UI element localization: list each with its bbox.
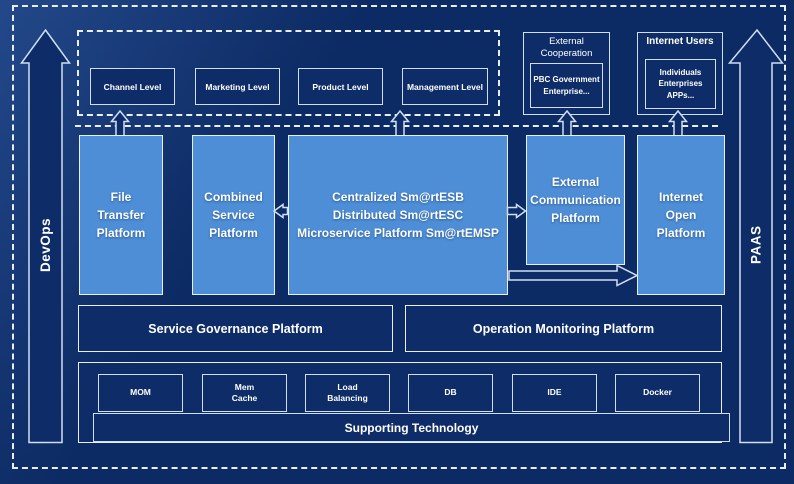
product-level-box: Product Level (298, 68, 383, 105)
management-level-box: Management Level (402, 68, 488, 105)
flow-up-arrow-icon (110, 110, 130, 137)
paas-rail-label: PAAS (748, 225, 764, 265)
internet-users-title: Internet Users (646, 36, 714, 47)
operation-monitoring-platform-box: Operation Monitoring Platform (405, 305, 722, 352)
tech-box-ide: IDE (512, 374, 597, 412)
tech-box-db: DB (408, 374, 493, 412)
external-cooperation-box: External Cooperation PBC Government Ente… (523, 32, 610, 115)
paas-up-arrow-icon (728, 29, 784, 444)
esb-platform-box: Centralized Sm@rtESB Distributed Sm@rtES… (288, 135, 508, 295)
flow-left-arrow-icon (273, 203, 289, 219)
channel-level-box: Channel Level (90, 68, 175, 105)
external-communication-platform-box: External Communication Platform (526, 135, 625, 265)
tech-box-mom: MOM (98, 374, 183, 412)
flow-up-arrow-icon (668, 110, 688, 137)
tech-box-mem-cache: Mem Cache (202, 374, 287, 412)
internet-open-platform-box: Internet Open Platform (637, 135, 725, 295)
flow-up-arrow-icon (390, 110, 410, 137)
marketing-level-box: Marketing Level (195, 68, 280, 105)
flow-up-arrow-icon (557, 110, 577, 137)
external-cooperation-members-box: PBC Government Enterprise... (530, 63, 603, 108)
devops-up-arrow-icon (20, 29, 71, 444)
service-governance-platform-box: Service Governance Platform (78, 305, 393, 352)
internet-users-box: Internet Users Individuals Enterprises A… (637, 32, 723, 115)
tech-box-load-balancing: Load Balancing (305, 374, 390, 412)
external-cooperation-title: External Cooperation (540, 36, 593, 59)
file-transfer-platform-box: File Transfer Platform (79, 135, 163, 295)
internet-users-members-box: Individuals Enterprises APPs... (645, 59, 716, 109)
supporting-technology-bar: Supporting Technology (93, 413, 730, 442)
esb-to-internet-open-arrow-icon (508, 264, 639, 287)
combined-service-platform-box: Combined Service Platform (192, 135, 275, 295)
levels-dashed-container (77, 30, 500, 116)
flow-right-arrow-icon (506, 203, 527, 219)
tech-box-docker: Docker (615, 374, 700, 412)
outer-dashed-frame (12, 5, 786, 469)
devops-rail-label: DevOps (38, 217, 53, 273)
